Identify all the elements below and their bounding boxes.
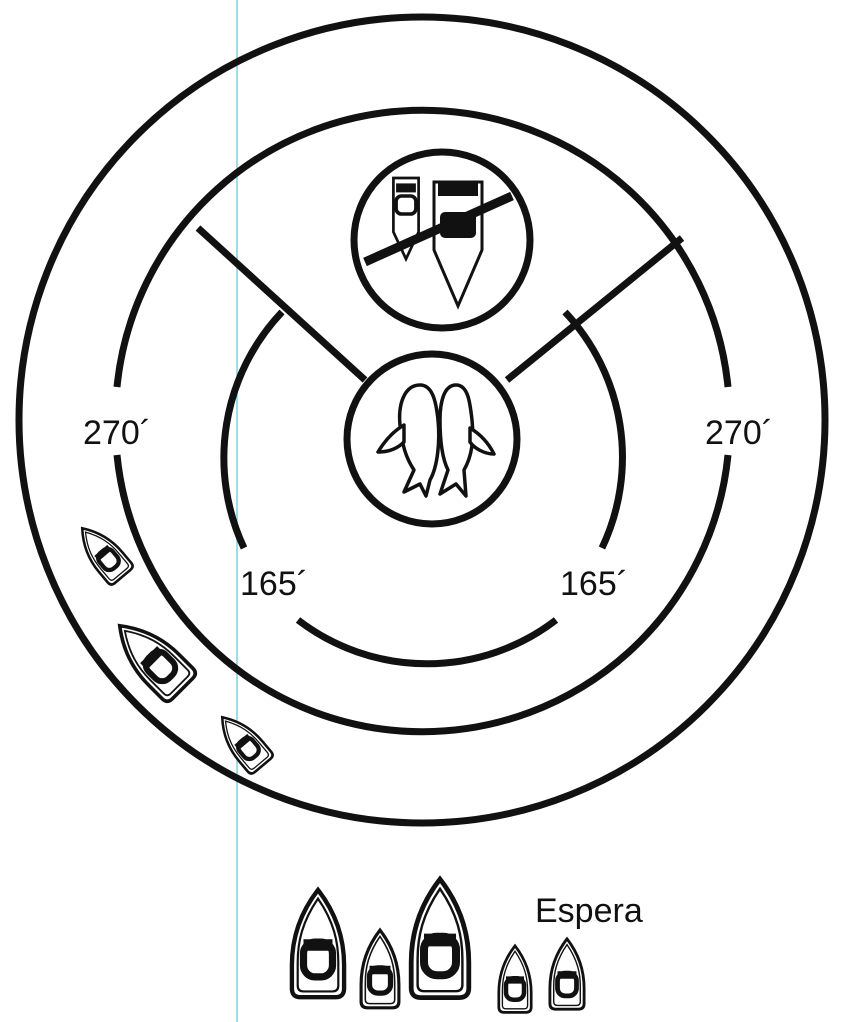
sector-line-left	[198, 228, 365, 380]
no-boats-icon	[354, 152, 530, 328]
boat-icon	[411, 879, 469, 997]
sector-line-right	[507, 238, 682, 380]
inner-ring-bottom	[298, 620, 556, 664]
label-165-right: 165´	[560, 565, 628, 603]
label-270-right: 270´	[705, 414, 773, 452]
boat-icon	[71, 518, 135, 586]
label-165-left: 165´	[240, 565, 308, 603]
whales-icon	[347, 354, 517, 524]
label-espera: Espera	[535, 892, 643, 930]
boat-icon	[550, 939, 584, 1009]
boat-icon	[361, 930, 399, 1008]
boat-icon	[499, 946, 531, 1013]
inner-ring-left	[224, 312, 282, 548]
inner-ring-right	[565, 312, 622, 548]
label-270-left: 270´	[83, 414, 151, 452]
boat-icon	[292, 890, 344, 997]
